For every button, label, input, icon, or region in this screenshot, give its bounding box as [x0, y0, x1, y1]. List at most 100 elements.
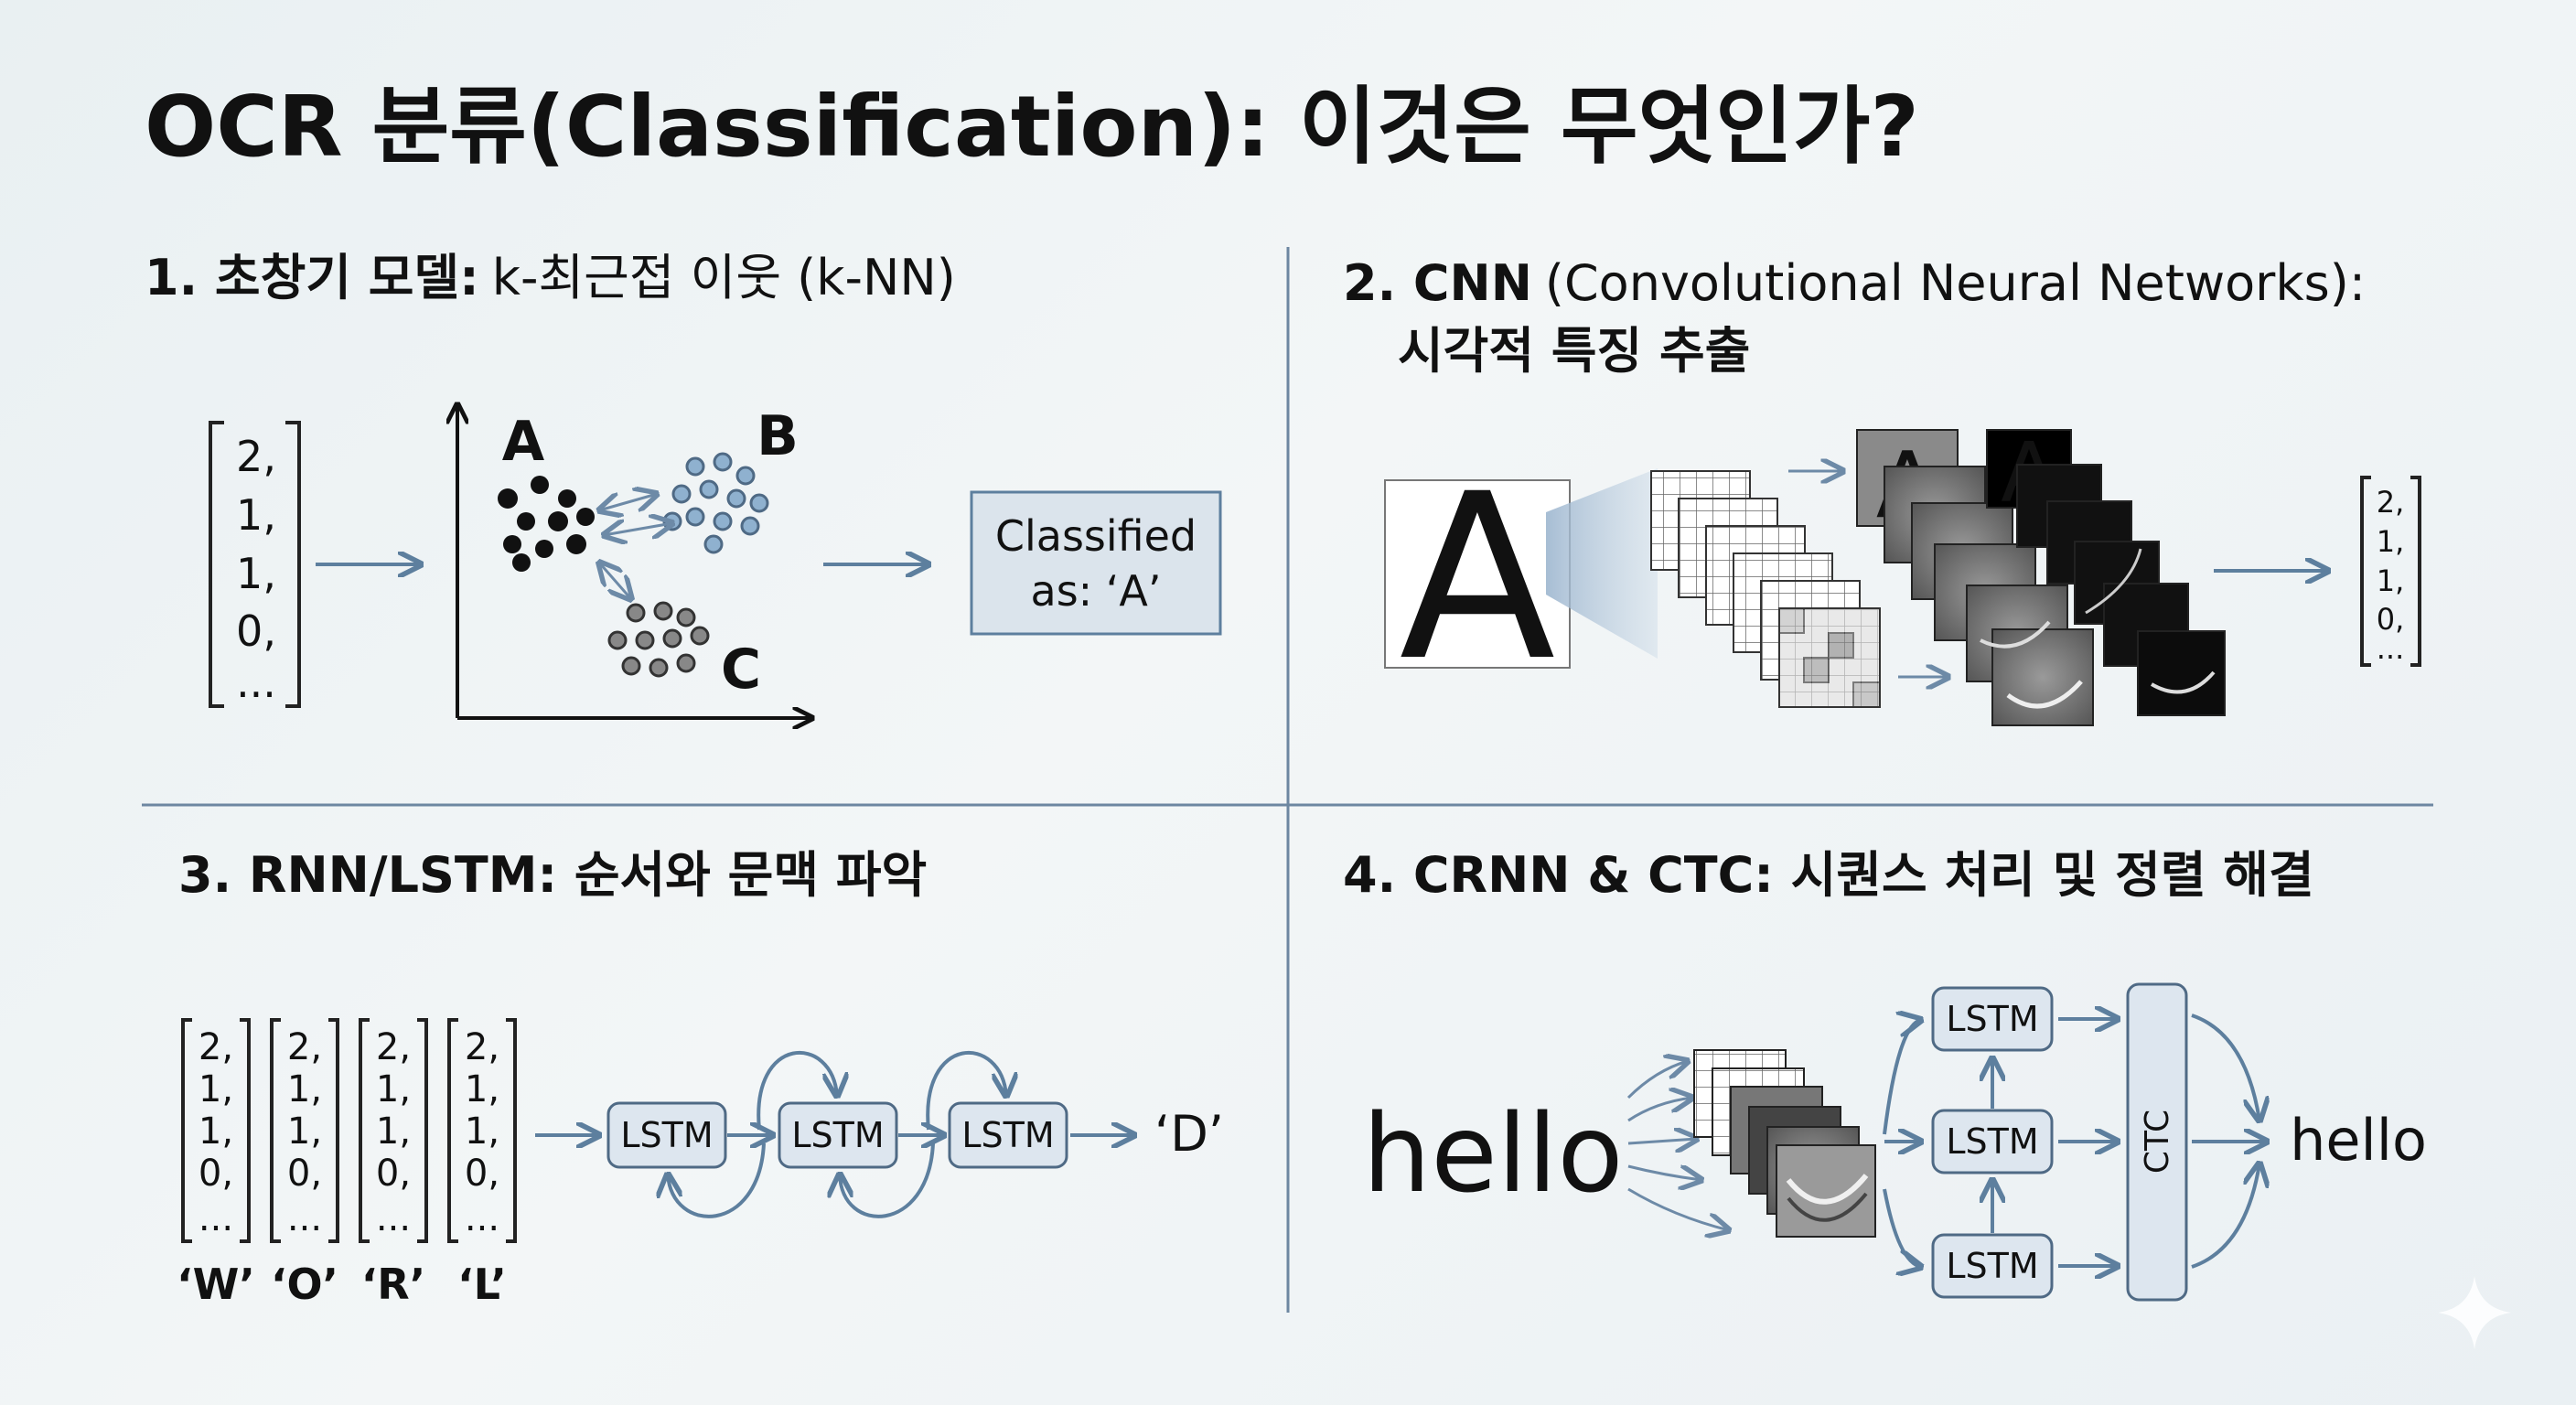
feature-maps-dark: A: [1986, 425, 2226, 716]
section-knn: 1. 초창기 모델:k-최근접 이웃 (k-NN) 2, 1, 1, 0, ..…: [145, 249, 1222, 718]
vector-value: 1,: [465, 1068, 499, 1110]
cnn-heading-subtitle: 시각적 특징 추출: [1398, 322, 1750, 380]
knn-heading-number: 1. 초창기 모델:: [145, 249, 479, 306]
vector-value: 1,: [199, 1068, 233, 1110]
knn-input-vector: 2, 1, 1, 0, ...: [209, 421, 301, 708]
cnn-heading-text: (Convolutional Neural Networks):: [1545, 254, 2366, 312]
recurrent-arrow: [757, 1051, 837, 1131]
lstm-cell: LSTM: [778, 1101, 898, 1169]
vector-value: 0,: [2377, 602, 2405, 637]
conv-filter-stack: [1650, 470, 1881, 708]
vector-value: 0,: [287, 1153, 322, 1195]
recurrent-arrow: [840, 1142, 935, 1218]
rnn-output: ‘D’: [1154, 1105, 1224, 1163]
section-crnn: 4. CRNN & CTC: 시퀀스 처리 및 정렬 해결 hello: [1343, 846, 2427, 1302]
vector-value: ...: [199, 1197, 233, 1239]
lstm-cell: LSTM: [606, 1101, 727, 1169]
cluster-label: A: [502, 410, 545, 474]
classification-result-box: Classified as: ‘A’: [970, 490, 1222, 636]
feature-space-plot: A B C: [457, 404, 812, 718]
vector-value: ...: [287, 1197, 322, 1239]
vector-char-label: ‘W’: [177, 1260, 255, 1309]
vector-char-label: ‘R’: [361, 1260, 425, 1309]
page-title: OCR 분류(Classification): 이것은 무엇인가?: [145, 78, 1919, 176]
crnn-feature-maps: [1693, 1049, 1876, 1238]
vector-char-label: ‘L’: [457, 1260, 507, 1309]
rnn-vector-o: 2, 1, 1, 0, ... ‘O’: [270, 1018, 339, 1309]
arrow: [2191, 1164, 2259, 1269]
rnn-vector-r: 2, 1, 1, 0, ... ‘R’: [359, 1018, 428, 1309]
vector-value: 0,: [236, 606, 276, 656]
input-letter: A: [1399, 445, 1555, 711]
vector-value: ...: [236, 658, 276, 707]
vector-value: 0,: [199, 1153, 233, 1195]
cluster-a-points: [498, 476, 595, 572]
cnn-output-vector: 2, 1, 1, 0, ...: [2360, 476, 2421, 667]
cluster-b-points: [662, 452, 769, 554]
knn-heading: 1. 초창기 모델:k-최근접 이웃 (k-NN): [145, 249, 956, 306]
lstm-cell-middle: LSTM: [1931, 1109, 2054, 1174]
rnn-vector-l: 2, 1, 1, 0, ... ‘L’: [447, 1018, 517, 1309]
cluster-label: C: [721, 638, 761, 702]
cnn-input-image: A: [1384, 445, 1571, 711]
crnn-input-word: hello: [1362, 1090, 1623, 1217]
vector-value: 2,: [287, 1026, 322, 1068]
rnn-vector-w: 2, 1, 1, 0, ... ‘W’: [177, 1018, 255, 1309]
input-fan-arrows: [1626, 1061, 1729, 1230]
result-line-1: Classified: [995, 511, 1197, 561]
vector-value: 1,: [287, 1110, 322, 1153]
vector-value: ...: [2377, 631, 2405, 666]
sparkle-icon: [2438, 1276, 2511, 1349]
lstm-cell-bottom: LSTM: [1931, 1233, 2054, 1299]
section-cnn: 2. CNN(Convolutional Neural Networks): 시…: [1343, 254, 2421, 726]
receptive-field-beam: [1546, 468, 1658, 659]
vector-value: 1,: [287, 1068, 322, 1110]
recurrent-arrow: [668, 1142, 766, 1218]
cluster-label: B: [757, 404, 799, 468]
vector-value: 1,: [236, 490, 276, 540]
cnn-heading-title: 2. CNN: [1343, 254, 1532, 312]
crnn-heading: 4. CRNN & CTC: 시퀀스 처리 및 정렬 해결: [1343, 846, 2314, 904]
lstm-label: LSTM: [1946, 999, 2038, 1039]
arrow: [1883, 1020, 1921, 1135]
vector-value: 1,: [199, 1110, 233, 1153]
cluster-c-points: [607, 601, 710, 678]
lstm-label: LSTM: [620, 1115, 713, 1155]
lstm-label: LSTM: [1946, 1121, 2038, 1162]
vector-char-label: ‘O’: [271, 1260, 338, 1309]
ctc-block: CTC: [2126, 982, 2188, 1302]
rnn-input-vectors: 2, 1, 1, 0, ... ‘W’ 2, 1, 1, 0, ... ‘O’: [177, 1018, 517, 1309]
feature-maps-gray: A: [1856, 429, 2094, 726]
lstm-cell-top: LSTM: [1931, 986, 2054, 1052]
vector-value: 2,: [376, 1026, 411, 1068]
vector-value: 1,: [2377, 563, 2405, 598]
arrow: [1883, 1188, 1921, 1267]
crnn-output-word: hello: [2290, 1107, 2427, 1174]
lstm-label: LSTM: [961, 1115, 1054, 1155]
vector-value: ...: [465, 1197, 499, 1239]
recurrent-arrow: [926, 1051, 1006, 1131]
lstm-label: LSTM: [791, 1115, 884, 1155]
vector-value: 0,: [465, 1153, 499, 1195]
result-line-2: as: ‘A’: [1031, 566, 1162, 616]
vector-value: 2,: [199, 1026, 233, 1068]
vector-value: 2,: [236, 432, 276, 481]
section-rnn: 3. RNN/LSTM: 순서와 문맥 파악 2, 1, 1, 0, ... ‘…: [177, 846, 1224, 1309]
vector-value: 1,: [236, 549, 276, 598]
vector-value: 1,: [376, 1110, 411, 1153]
vector-value: 2,: [465, 1026, 499, 1068]
rnn-heading: 3. RNN/LSTM: 순서와 문맥 파악: [178, 846, 927, 904]
lstm-cell: LSTM: [948, 1101, 1068, 1169]
vector-value: 2,: [2377, 485, 2405, 520]
vector-value: 1,: [465, 1110, 499, 1153]
arrow: [2191, 1014, 2259, 1121]
vector-value: ...: [376, 1197, 411, 1239]
cnn-heading: 2. CNN(Convolutional Neural Networks):: [1343, 254, 2366, 312]
vector-value: 1,: [2377, 524, 2405, 559]
vector-value: 0,: [376, 1153, 411, 1195]
lstm-label: LSTM: [1946, 1246, 2038, 1286]
ctc-label: CTC: [2139, 1110, 2176, 1174]
vector-value: 1,: [376, 1068, 411, 1110]
knn-heading-text: k-최근접 이웃 (k-NN): [492, 249, 956, 306]
